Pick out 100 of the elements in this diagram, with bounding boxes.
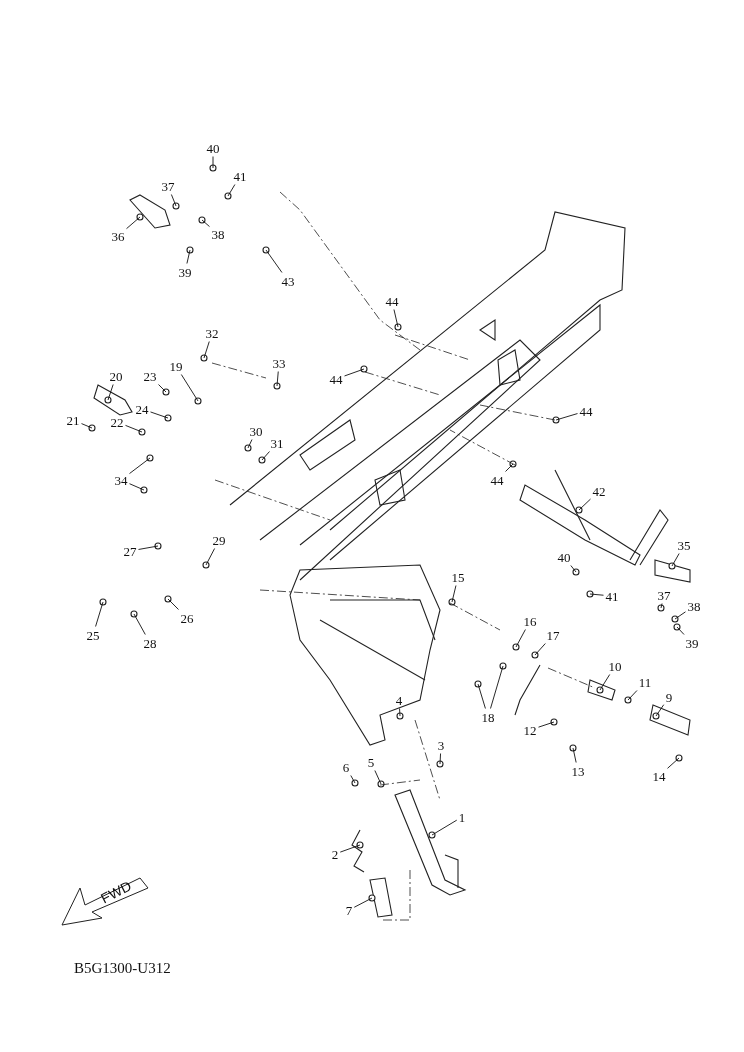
callout-number: 18 xyxy=(480,709,496,725)
callout-number: 9 xyxy=(664,689,674,705)
callout-number: 44 xyxy=(328,371,344,387)
callout-number: 27 xyxy=(122,543,138,559)
leader-line xyxy=(399,708,401,717)
callout-number: 38 xyxy=(210,226,226,242)
callout-number: 15 xyxy=(450,569,466,585)
leader-line xyxy=(205,548,216,566)
leader-line xyxy=(374,770,382,785)
leader-line xyxy=(671,553,680,567)
leader-line xyxy=(150,411,169,419)
leader-line xyxy=(212,156,214,169)
leader-line xyxy=(490,665,504,709)
callout-number: 21 xyxy=(65,412,81,428)
callout-number: 4 xyxy=(394,692,404,708)
leader-line xyxy=(555,413,578,421)
callout-number: 38 xyxy=(686,598,702,614)
leader-line xyxy=(261,451,270,461)
callout-number: 19 xyxy=(168,358,184,374)
leader-line xyxy=(339,844,361,853)
diagram-code: B5G1300-U312 xyxy=(74,960,171,977)
callout-number: 36 xyxy=(110,228,126,244)
leader-line xyxy=(676,626,685,635)
callout-number: 31 xyxy=(269,435,285,451)
leader-line xyxy=(129,483,145,491)
callout-number: 14 xyxy=(651,768,667,784)
leader-line xyxy=(515,629,526,648)
leader-line xyxy=(350,775,356,784)
leader-line xyxy=(81,423,93,429)
callout-number: 17 xyxy=(545,627,561,643)
callout-number: 42 xyxy=(591,483,607,499)
leader-line xyxy=(133,613,146,635)
callout-number: 20 xyxy=(108,368,124,384)
callout-number: 22 xyxy=(109,414,125,430)
leader-line xyxy=(265,249,283,273)
leader-line xyxy=(344,368,365,377)
leader-line xyxy=(674,611,686,620)
leader-line xyxy=(186,249,191,264)
callout-number: 34 xyxy=(113,472,129,488)
leader-line xyxy=(451,585,457,603)
leader-line xyxy=(276,371,279,387)
leader-line xyxy=(158,384,167,393)
callout-number: 44 xyxy=(578,403,594,419)
callout-number: 29 xyxy=(211,532,227,548)
callout-number: 41 xyxy=(604,588,620,604)
callout-number: 30 xyxy=(248,423,264,439)
leader-line xyxy=(477,683,486,709)
callout-number: 11 xyxy=(637,674,653,690)
leader-line xyxy=(589,593,604,596)
leader-line xyxy=(578,498,591,511)
leader-line xyxy=(247,439,253,449)
callout-number: 3 xyxy=(436,737,446,753)
callout-number: 44 xyxy=(489,472,505,488)
leader-line xyxy=(667,757,680,769)
callout-number: 25 xyxy=(85,627,101,643)
leader-line xyxy=(129,457,151,474)
leader-line xyxy=(572,747,577,763)
leader-line xyxy=(538,721,555,728)
callout-number: 23 xyxy=(142,368,158,384)
callout-number: 44 xyxy=(384,293,400,309)
leader-line xyxy=(627,690,638,701)
leader-line xyxy=(170,194,177,207)
leader-line xyxy=(570,565,577,573)
callout-number: 39 xyxy=(177,264,193,280)
callout-number: 26 xyxy=(179,610,195,626)
callout-number: 41 xyxy=(232,168,248,184)
callout-number: 37 xyxy=(160,178,176,194)
callout-number: 37 xyxy=(656,587,672,603)
leader-line xyxy=(439,753,441,765)
callout-number: 24 xyxy=(134,401,150,417)
callout-number: 2 xyxy=(330,846,340,862)
callout-number: 43 xyxy=(280,273,296,289)
callout-number: 13 xyxy=(570,763,586,779)
leader-line xyxy=(126,216,141,230)
leader-line xyxy=(660,603,663,609)
callout-number: 12 xyxy=(522,722,538,738)
direction-label: FWD xyxy=(98,877,134,907)
callout-number: 40 xyxy=(205,140,221,156)
callout-number: 28 xyxy=(142,635,158,651)
callout-number: 10 xyxy=(607,658,623,674)
leader-line xyxy=(95,601,104,627)
callout-number: 5 xyxy=(366,754,376,770)
leader-line xyxy=(203,341,210,359)
callout-number: 16 xyxy=(522,613,538,629)
leader-line xyxy=(393,309,399,328)
callout-number: 32 xyxy=(204,325,220,341)
callout-number: 40 xyxy=(556,549,572,565)
leader-line xyxy=(655,704,665,717)
leader-line xyxy=(167,598,179,610)
leader-line xyxy=(599,674,611,691)
leader-line xyxy=(227,184,236,197)
leader-line xyxy=(353,897,373,908)
leader-line xyxy=(180,374,199,402)
leader-line xyxy=(107,384,114,401)
leader-line xyxy=(201,219,210,227)
leader-line xyxy=(505,463,514,472)
callout-number: 6 xyxy=(341,759,351,775)
leader-line xyxy=(431,819,458,836)
callout-number: 33 xyxy=(271,355,287,371)
leader-line xyxy=(534,643,546,656)
